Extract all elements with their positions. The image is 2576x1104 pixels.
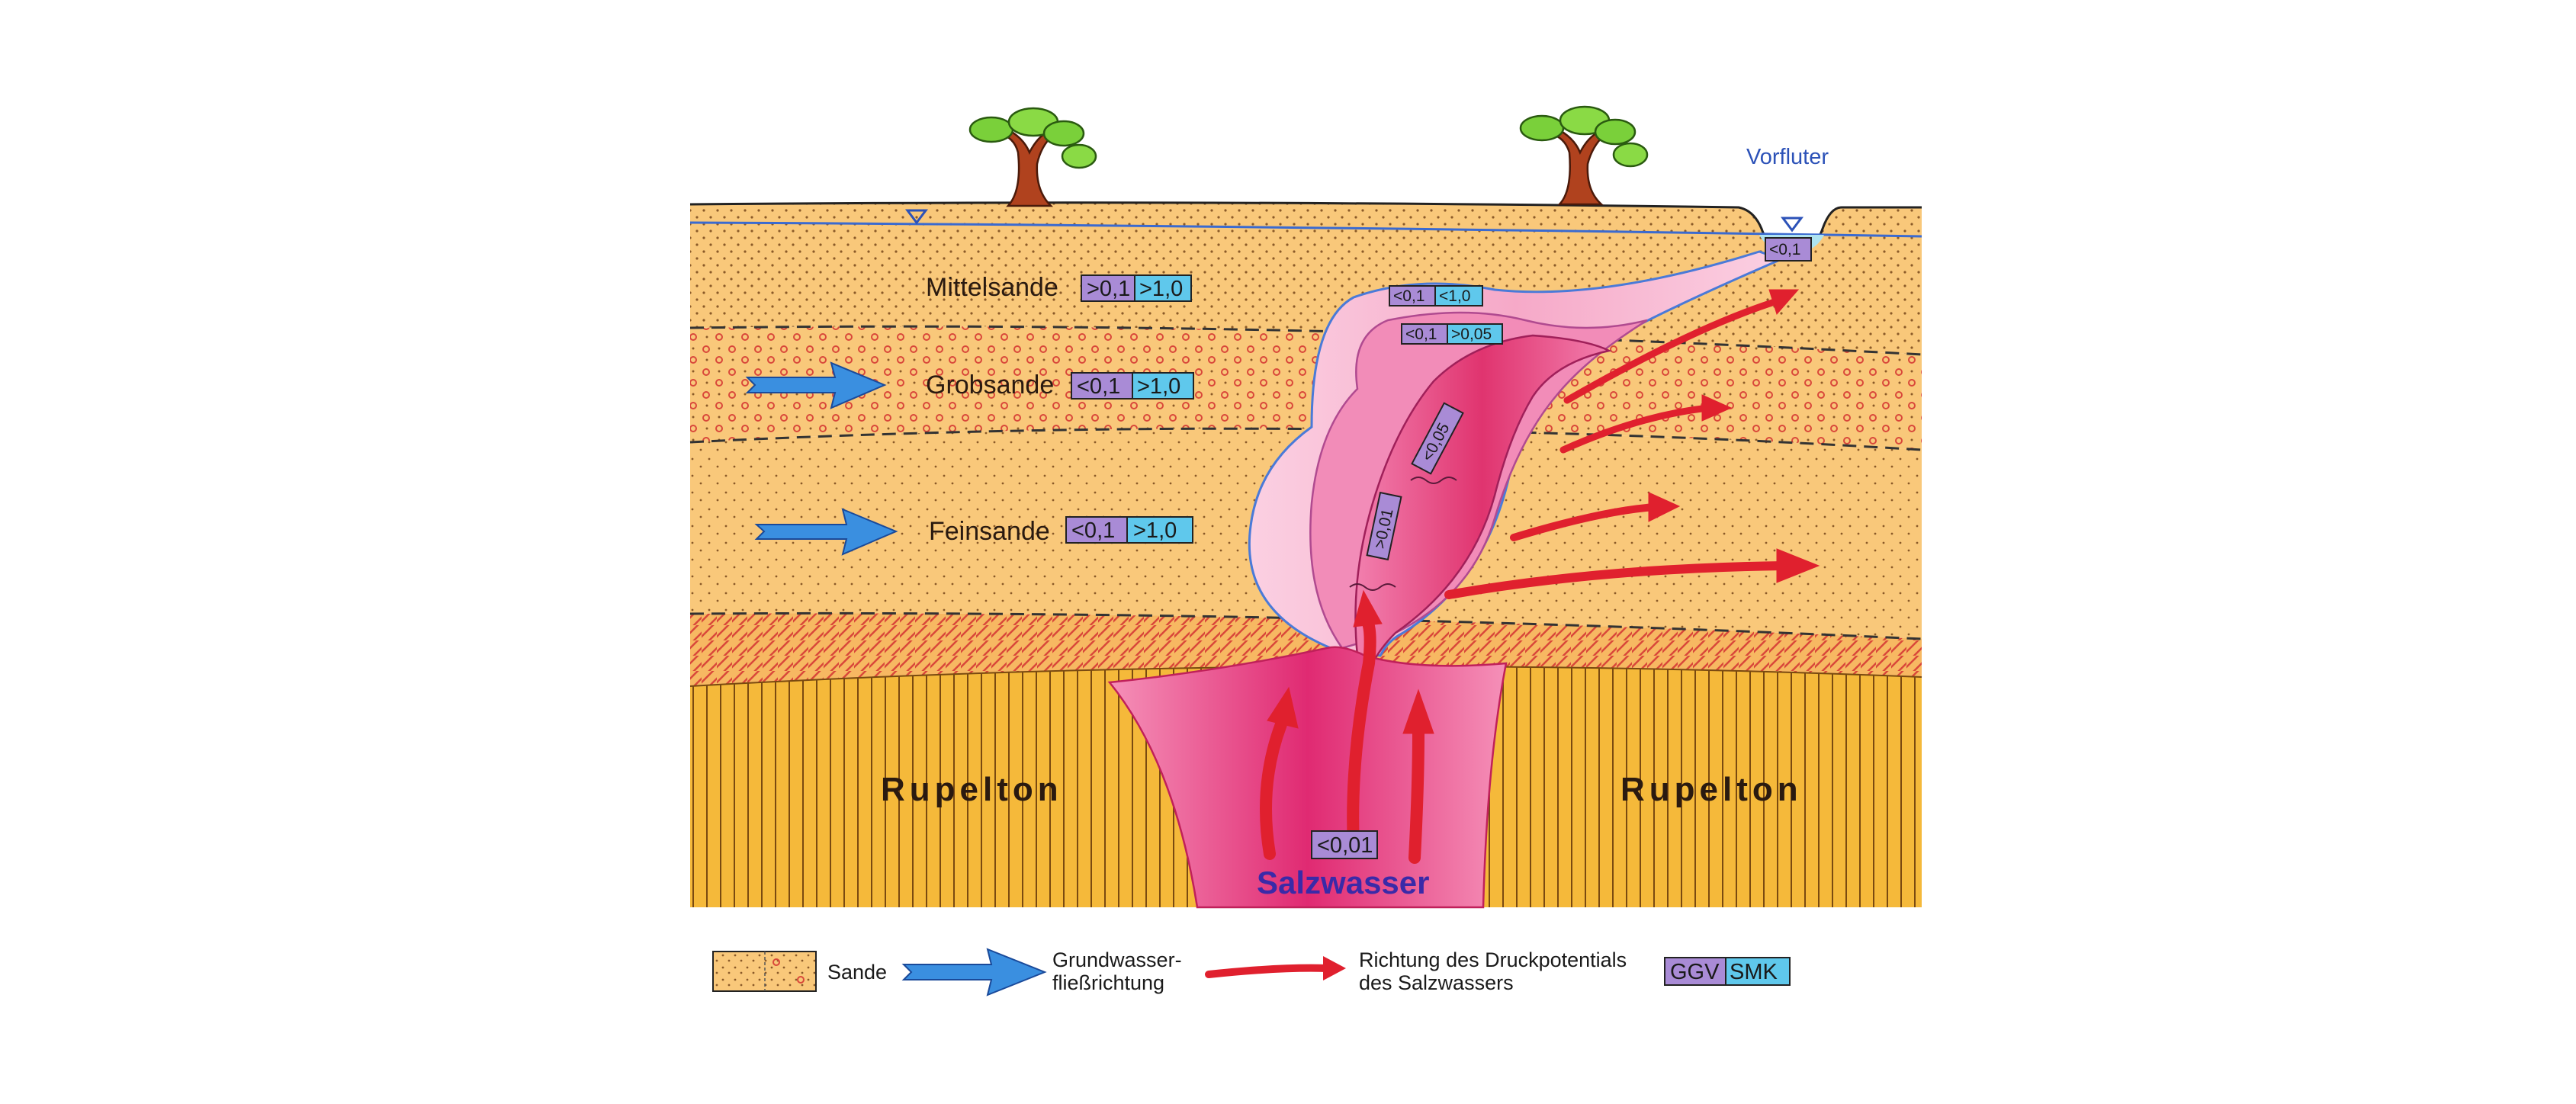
- pressure-arrow-icon: [1563, 297, 1781, 404]
- pressure-arrow-icon: [1267, 686, 1299, 729]
- svg-text:>0,05: >0,05: [1451, 326, 1492, 343]
- svg-text:<0,1: <0,1: [1393, 287, 1425, 305]
- legend-ggv-swatch: [1664, 957, 1726, 986]
- label-salzwasser: Salzwasser: [1257, 865, 1430, 900]
- tag-plume-outer: <0,1 <1,0: [1389, 285, 1483, 306]
- plume-inner: [1354, 334, 1612, 665]
- svg-text:<0,01: <0,01: [1317, 833, 1373, 858]
- legend-sande: Sande: [827, 961, 887, 984]
- svg-text:<1,0: <1,0: [1439, 287, 1470, 305]
- pressure-arrow-icon: [1205, 964, 1331, 978]
- legend-grundwasser-2: fließrichtung: [1052, 971, 1164, 994]
- label-feinsande: Feinsande: [929, 517, 1050, 546]
- label-grobsande: Grobsande: [926, 371, 1054, 400]
- legend-smk-swatch: [1725, 957, 1791, 986]
- pressure-arrow-icon: [1353, 589, 1383, 627]
- pressure-arrow-icon: [1510, 503, 1659, 541]
- salzwasser-core: [1107, 646, 1508, 909]
- tree-icon: [968, 107, 1097, 207]
- pressure-arrows: [1260, 289, 1820, 864]
- svg-text:>1,0: >1,0: [1133, 518, 1177, 543]
- pressure-arrow-icon: [1402, 688, 1434, 734]
- pressure-arrow-icon: [1444, 561, 1789, 599]
- pressure-arrow-icon: [1260, 718, 1287, 860]
- svg-text:>1,0: >1,0: [1139, 277, 1183, 301]
- legend-grundwasser-1: Grundwasser-: [1052, 948, 1182, 971]
- tag-plume-middle: <0,1 >0,05: [1401, 323, 1503, 345]
- label-mittelsande: Mittelsande: [926, 273, 1058, 302]
- groundwater-flow: [745, 361, 898, 556]
- tag-salzwasser: <0,01: [1311, 830, 1378, 859]
- grobsande-layer: [690, 326, 1922, 450]
- pressure-arrow-icon: [1648, 492, 1681, 522]
- pressure-arrow-icon: [1559, 404, 1712, 454]
- tag-grobsande: <0,1 >1,0: [1071, 372, 1194, 400]
- label-rupelton-left: Rupelton: [881, 771, 1063, 808]
- flow-arrow-icon: [901, 948, 1047, 996]
- flow-arrow-icon: [745, 361, 887, 409]
- flow-arrow-icon: [754, 508, 898, 556]
- groundwater-table: [689, 221, 1922, 238]
- legend-druck-1: Richtung des Druckpotentials: [1359, 948, 1627, 971]
- legend: Sande Grundwasser- fließrichtung Richtun…: [712, 948, 1791, 996]
- pressure-arrow-icon: [1776, 548, 1820, 583]
- tag-vorfluter: <0,1: [1765, 237, 1812, 262]
- tag-feinsande: <0,1 >1,0: [1065, 516, 1193, 544]
- pressure-arrow-icon: [1347, 611, 1376, 852]
- legend-smk: SMK: [1730, 960, 1778, 984]
- water-level-icon: [905, 209, 928, 225]
- water-level-icon: [1781, 217, 1804, 233]
- pressure-arrow-icon: [1701, 394, 1733, 422]
- tag-mittelsande: >0,1 >1,0: [1081, 274, 1192, 302]
- svg-text:<0,1: <0,1: [1071, 518, 1115, 543]
- pressure-arrow-icon: [1323, 956, 1346, 980]
- label-vorfluter: Vorfluter: [1746, 145, 1829, 169]
- label-rupelton-right: Rupelton: [1620, 771, 1803, 808]
- svg-text:<0,1: <0,1: [1405, 326, 1437, 343]
- svg-text:>1,0: >1,0: [1137, 374, 1180, 399]
- svg-text:>0,1: >0,1: [1087, 277, 1130, 301]
- tree-icon: [1519, 105, 1649, 206]
- pressure-arrow-icon: [1408, 726, 1425, 864]
- cross-section: [689, 201, 1922, 907]
- svg-text:<0,1: <0,1: [1769, 241, 1800, 258]
- legend-ggv: GGV: [1670, 960, 1720, 984]
- pressure-arrow-icon: [1768, 289, 1800, 316]
- svg-text:<0,1: <0,1: [1077, 374, 1120, 399]
- legend-druck-2: des Salzwassers: [1359, 971, 1514, 994]
